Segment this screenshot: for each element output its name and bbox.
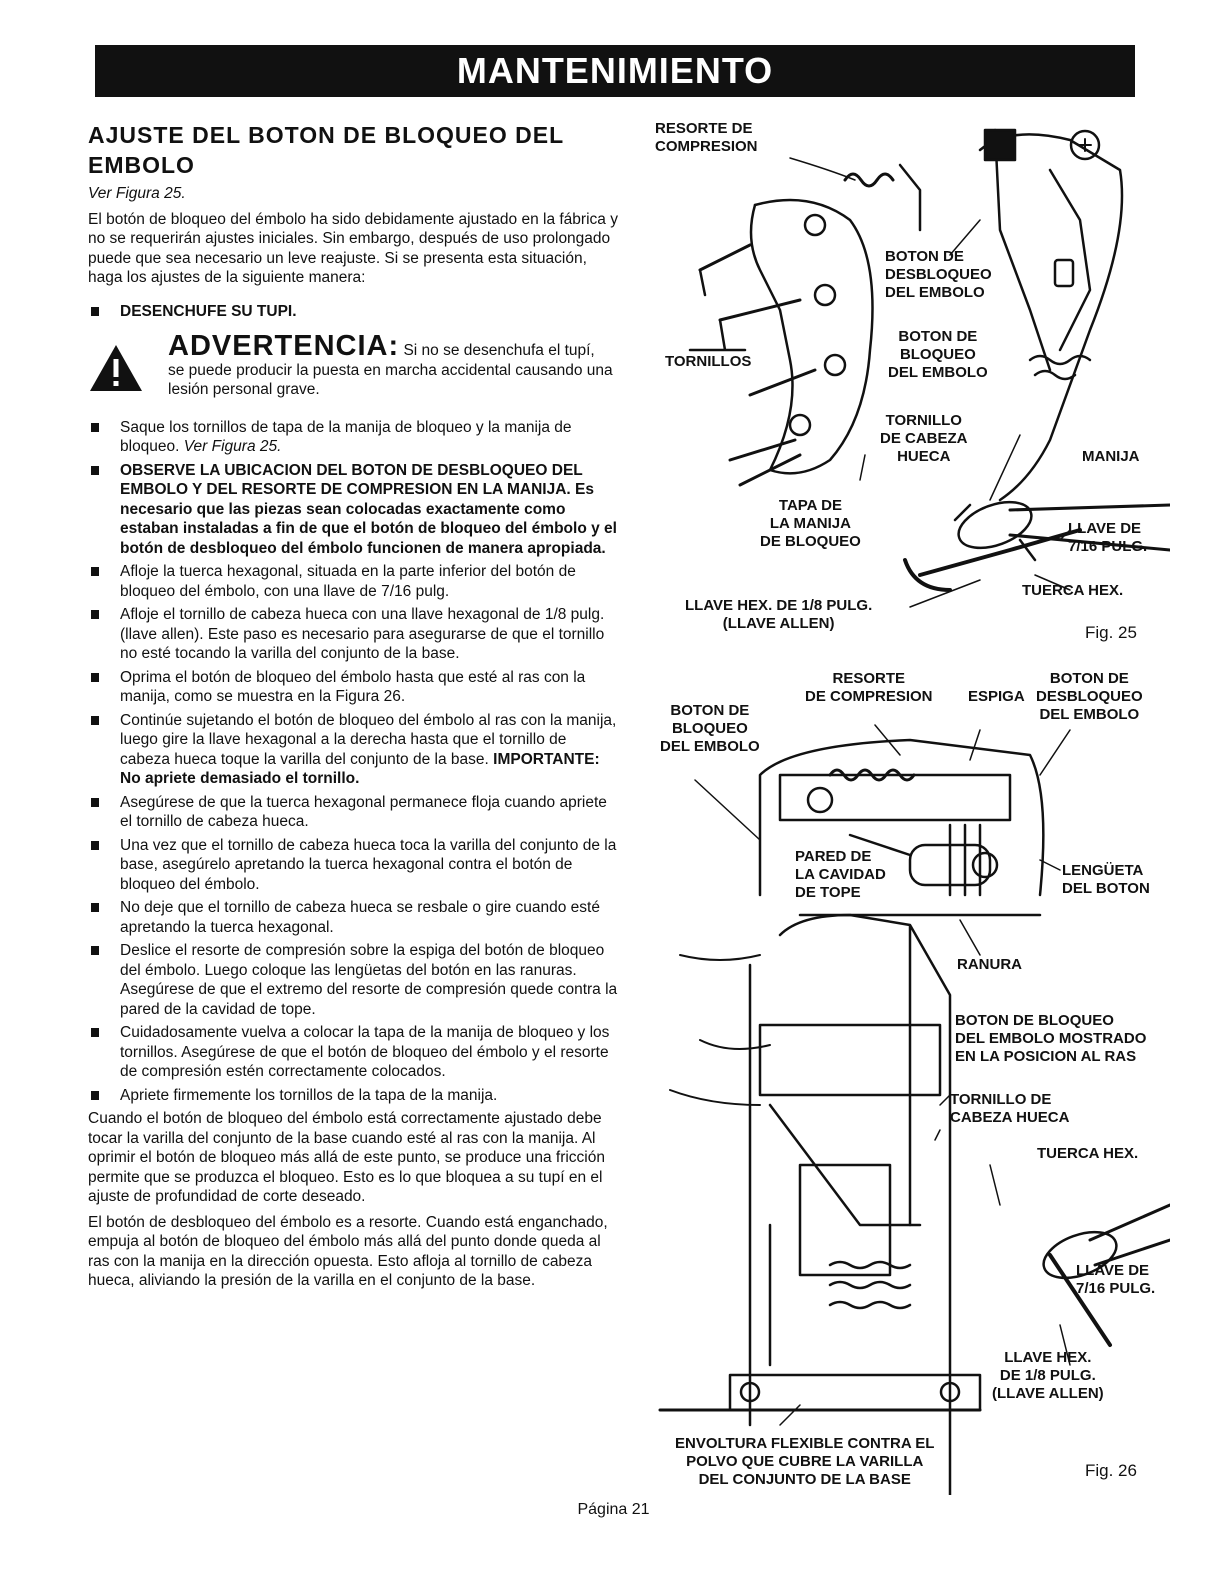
label-llave-716-26: LLAVE DE 7/16 PULG. <box>1076 1262 1156 1297</box>
step-item: Continúe sujetando el botón de bloqueo d… <box>88 711 618 789</box>
steps-list: Saque los tornillos de tapa de la manija… <box>88 418 618 1106</box>
bullet-icon <box>91 1028 99 1037</box>
closing-paragraph-2: El botón de desbloqueo del émbolo es a r… <box>88 1213 608 1290</box>
warning-triangle-icon <box>90 345 142 391</box>
figure-26-drawing <box>658 724 1172 1589</box>
label-resorte-26: RESORTE DE COMPRESION <box>805 670 933 705</box>
step-item: Cuidadosamente vuelva a colocar la tapa … <box>88 1023 618 1082</box>
bullet-icon <box>91 465 99 475</box>
intro-paragraph: El botón de bloqueo del émbolo ha sido d… <box>88 210 618 287</box>
figure-25-drawing <box>688 128 1172 608</box>
label-llave-hex: LLAVE HEX. DE 1/8 PULG. (LLAVE ALLEN) <box>685 597 873 632</box>
bullet-icon <box>91 840 99 850</box>
figure-25: RESORTE DE COMPRESION BOTON DE DESBLOQUE… <box>650 110 1172 670</box>
heading-line-2: EMBOLO <box>88 152 195 178</box>
bullet-icon <box>91 306 99 316</box>
banner-title: MANTENIMIENTO <box>456 50 774 91</box>
label-espiga: ESPIGA <box>968 688 1025 705</box>
warning-text: se puede producir la puesta en marcha ac… <box>168 361 613 399</box>
warning-block: ADVERTENCIA: Si no se desenchufa el tupí… <box>88 332 618 400</box>
label-boton-desbloqueo: BOTON DE DESBLOQUEO DEL EMBOLO <box>885 248 992 301</box>
step-item: Una vez que el tornillo de cabeza hueca … <box>88 836 618 895</box>
page-number: Página 21 <box>577 1501 650 1518</box>
bullet-icon <box>91 1090 99 1100</box>
label-ranura: RANURA <box>957 956 1022 973</box>
label-boton-desbloqueo-26: BOTON DE DESBLOQUEO DEL EMBOLO <box>1036 670 1143 723</box>
label-tapa-manija: TAPA DE LA MANIJA DE BLOQUEO <box>760 497 861 550</box>
label-tuerca-hex: TUERCA HEX. <box>1022 582 1124 599</box>
bullet-icon <box>91 946 99 955</box>
figure-26: BOTON DE BLOQUEO DEL EMBOLO RESORTE DE C… <box>650 665 1172 1589</box>
label-boton-bloqueo-26: BOTON DE BLOQUEO DEL EMBOLO <box>660 702 760 755</box>
label-pared-cavidad: PARED DE LA CAVIDAD DE TOPE <box>795 848 886 901</box>
unplug-step: DESENCHUFE SU TUPI. <box>88 302 618 322</box>
figure-25-caption: Fig. 25 <box>1085 623 1137 642</box>
step-item: Asegúrese de que la tuerca hexagonal per… <box>88 793 618 832</box>
label-tornillo-26: TORNILLO DE CABEZA HUECA <box>950 1091 1070 1126</box>
step-item: OBSERVE LA UBICACION DEL BOTON DE DESBLO… <box>88 461 618 559</box>
unplug-list: DESENCHUFE SU TUPI. <box>88 302 618 322</box>
label-llave-hex-26: LLAVE HEX. DE 1/8 PULG. (LLAVE ALLEN) <box>992 1349 1104 1402</box>
label-manija: MANIJA <box>1082 448 1140 465</box>
label-resorte-compresion: RESORTE DE COMPRESION <box>655 120 758 155</box>
step-item: Apriete firmemente los tornillos de la t… <box>88 1086 618 1106</box>
instructions-column: AJUSTE DEL BOTON DE BLOQUEO DEL EMBOLO V… <box>88 120 618 1297</box>
label-mostrado: BOTON DE BLOQUEO DEL EMBOLO MOSTRADO EN … <box>955 1012 1147 1065</box>
figure-reference: Ver Figura 25. <box>88 185 186 202</box>
bullet-icon <box>91 672 99 682</box>
step-item: Afloje el tornillo de cabeza hueca con u… <box>88 605 618 664</box>
warning-inline: Si no se desenchufa el tupí, <box>403 342 595 359</box>
step-item: No deje que el tornillo de cabeza hueca … <box>88 898 618 937</box>
closing-paragraph-1: Cuando el botón de bloqueo del émbolo es… <box>88 1110 605 1205</box>
bullet-icon <box>91 903 99 912</box>
label-envoltura: ENVOLTURA FLEXIBLE CONTRA EL POLVO QUE C… <box>675 1435 935 1488</box>
figure-26-caption: Fig. 26 <box>1085 1461 1137 1480</box>
bullet-icon <box>91 567 99 576</box>
bullet-icon <box>91 422 99 432</box>
step-item: Oprima el botón de bloqueo del émbolo ha… <box>88 668 618 707</box>
label-tornillos: TORNILLOS <box>665 353 752 370</box>
bullet-icon <box>91 797 99 807</box>
section-banner: MANTENIMIENTO <box>95 45 1135 97</box>
bullet-icon <box>91 610 99 619</box>
step-item: Deslice el resorte de compresión sobre l… <box>88 941 618 1019</box>
heading-line-1: AJUSTE DEL BOTON DE BLOQUEO DEL <box>88 122 565 148</box>
section-heading: AJUSTE DEL BOTON DE BLOQUEO DEL EMBOLO <box>88 120 618 180</box>
step-item: Saque los tornillos de tapa de la manija… <box>88 418 618 457</box>
bullet-icon <box>91 715 99 725</box>
label-tuerca-26: TUERCA HEX. <box>1037 1145 1139 1162</box>
step-item: Afloje la tuerca hexagonal, situada en l… <box>88 562 618 601</box>
warning-title: ADVERTENCIA: <box>168 330 400 362</box>
label-llave-716: LLAVE DE 7/16 PULG. <box>1068 520 1148 555</box>
label-tornillo-cabeza: TORNILLO DE CABEZA HUECA <box>880 412 968 465</box>
label-boton-bloqueo: BOTON DE BLOQUEO DEL EMBOLO <box>888 328 988 381</box>
label-lengueta: LENGÜETA DEL BOTON <box>1062 862 1150 897</box>
